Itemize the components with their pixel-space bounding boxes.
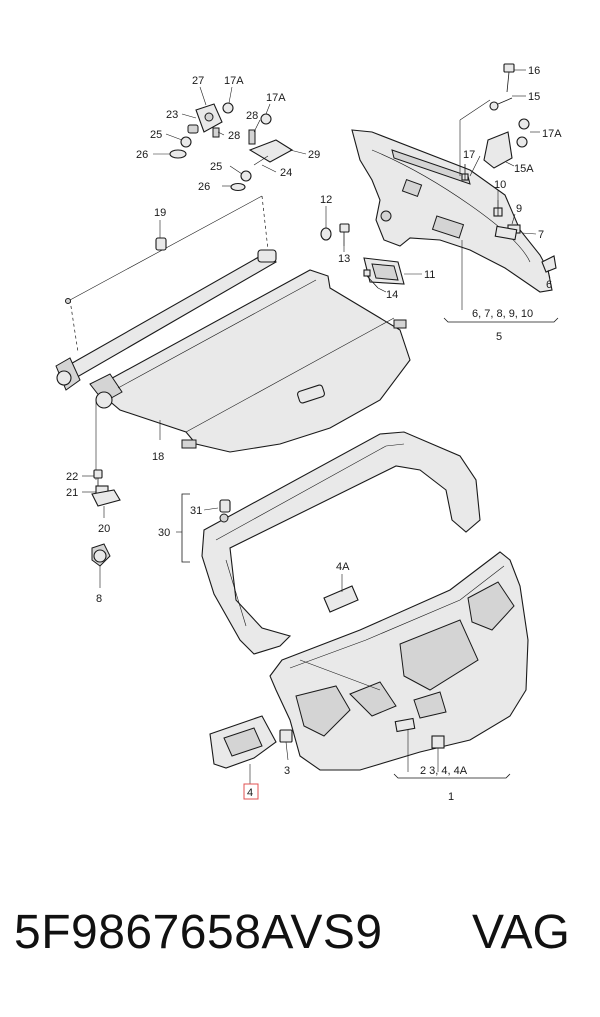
label-23: 23 [166, 109, 178, 121]
label-8: 8 [96, 593, 102, 605]
leaders-top-left [153, 86, 307, 187]
label-17a-top-left: 17A [224, 75, 244, 87]
lamp-and-fasteners [320, 223, 405, 289]
leaders-middle [325, 206, 422, 293]
label-9: 9 [516, 203, 522, 215]
label-18: 18 [152, 451, 164, 463]
label-26-lower: 26 [198, 181, 210, 193]
label-25-lower: 25 [210, 161, 222, 173]
label-19: 19 [154, 207, 166, 219]
label-27: 27 [192, 75, 204, 87]
fasteners-top-right [461, 63, 557, 273]
bracket-20-assembly [91, 469, 121, 567]
brand-name: VAG [472, 906, 570, 959]
label-16: 16 [528, 65, 540, 77]
label-21: 21 [66, 487, 78, 499]
label-31: 31 [190, 505, 202, 517]
label-6: 6 [546, 279, 552, 291]
label-5: 5 [496, 331, 502, 343]
label-28-lower: 28 [246, 110, 258, 122]
label-4: 4 [247, 787, 253, 799]
leaders-bottom [249, 574, 439, 784]
label-22: 22 [66, 471, 78, 483]
label-17a-mid: 17A [266, 92, 286, 104]
group-bracket-5 [443, 317, 559, 323]
label-29: 29 [308, 149, 320, 161]
bracket-30 [176, 493, 219, 563]
highlight-box-4 [243, 783, 259, 800]
tailgate-lower-trim [269, 551, 529, 771]
label-25-upper: 25 [150, 129, 162, 141]
parts-exploded-diagram: 27 17A 23 25 26 28 17A 28 29 25 24 26 [55, 63, 562, 803]
label-17a-right: 17A [542, 128, 562, 140]
label-4a: 4A [336, 561, 350, 573]
leaders-shelf [95, 220, 161, 480]
label-24: 24 [280, 167, 292, 179]
label-28-upper: 28 [228, 130, 240, 142]
part-number: 5F9867658AVS9 [14, 906, 383, 959]
label-13: 13 [338, 253, 350, 265]
panel-4a [323, 585, 359, 613]
group-bracket-1 [393, 773, 511, 779]
label-7: 7 [538, 229, 544, 241]
side-trim-panel [351, 129, 553, 293]
window-frame-trim [201, 431, 481, 655]
parcel-shelf [89, 269, 411, 453]
label-15: 15 [528, 91, 540, 103]
label-6-7-8-9-10: 6, 7, 8, 9, 10 [472, 308, 533, 320]
label-15a: 15A [514, 163, 534, 175]
label-12: 12 [320, 194, 332, 206]
label-10: 10 [494, 179, 506, 191]
leaders-top-right [459, 69, 551, 310]
luggage-cover-roller [55, 195, 278, 391]
hook-assembly-upper [169, 102, 234, 159]
leaders-left [82, 475, 105, 588]
label-14: 14 [386, 289, 398, 301]
label-2-3-4-4a: 2 3, 4, 4A [420, 765, 468, 777]
label-3: 3 [284, 765, 290, 777]
label-1: 1 [448, 791, 454, 803]
label-11: 11 [424, 269, 435, 281]
handle-trim-4 [209, 715, 293, 769]
label-30: 30 [158, 527, 170, 539]
label-17: 17 [463, 149, 475, 161]
label-20: 20 [98, 523, 110, 535]
label-26-upper: 26 [136, 149, 148, 161]
hook-assembly-lower [230, 113, 294, 192]
